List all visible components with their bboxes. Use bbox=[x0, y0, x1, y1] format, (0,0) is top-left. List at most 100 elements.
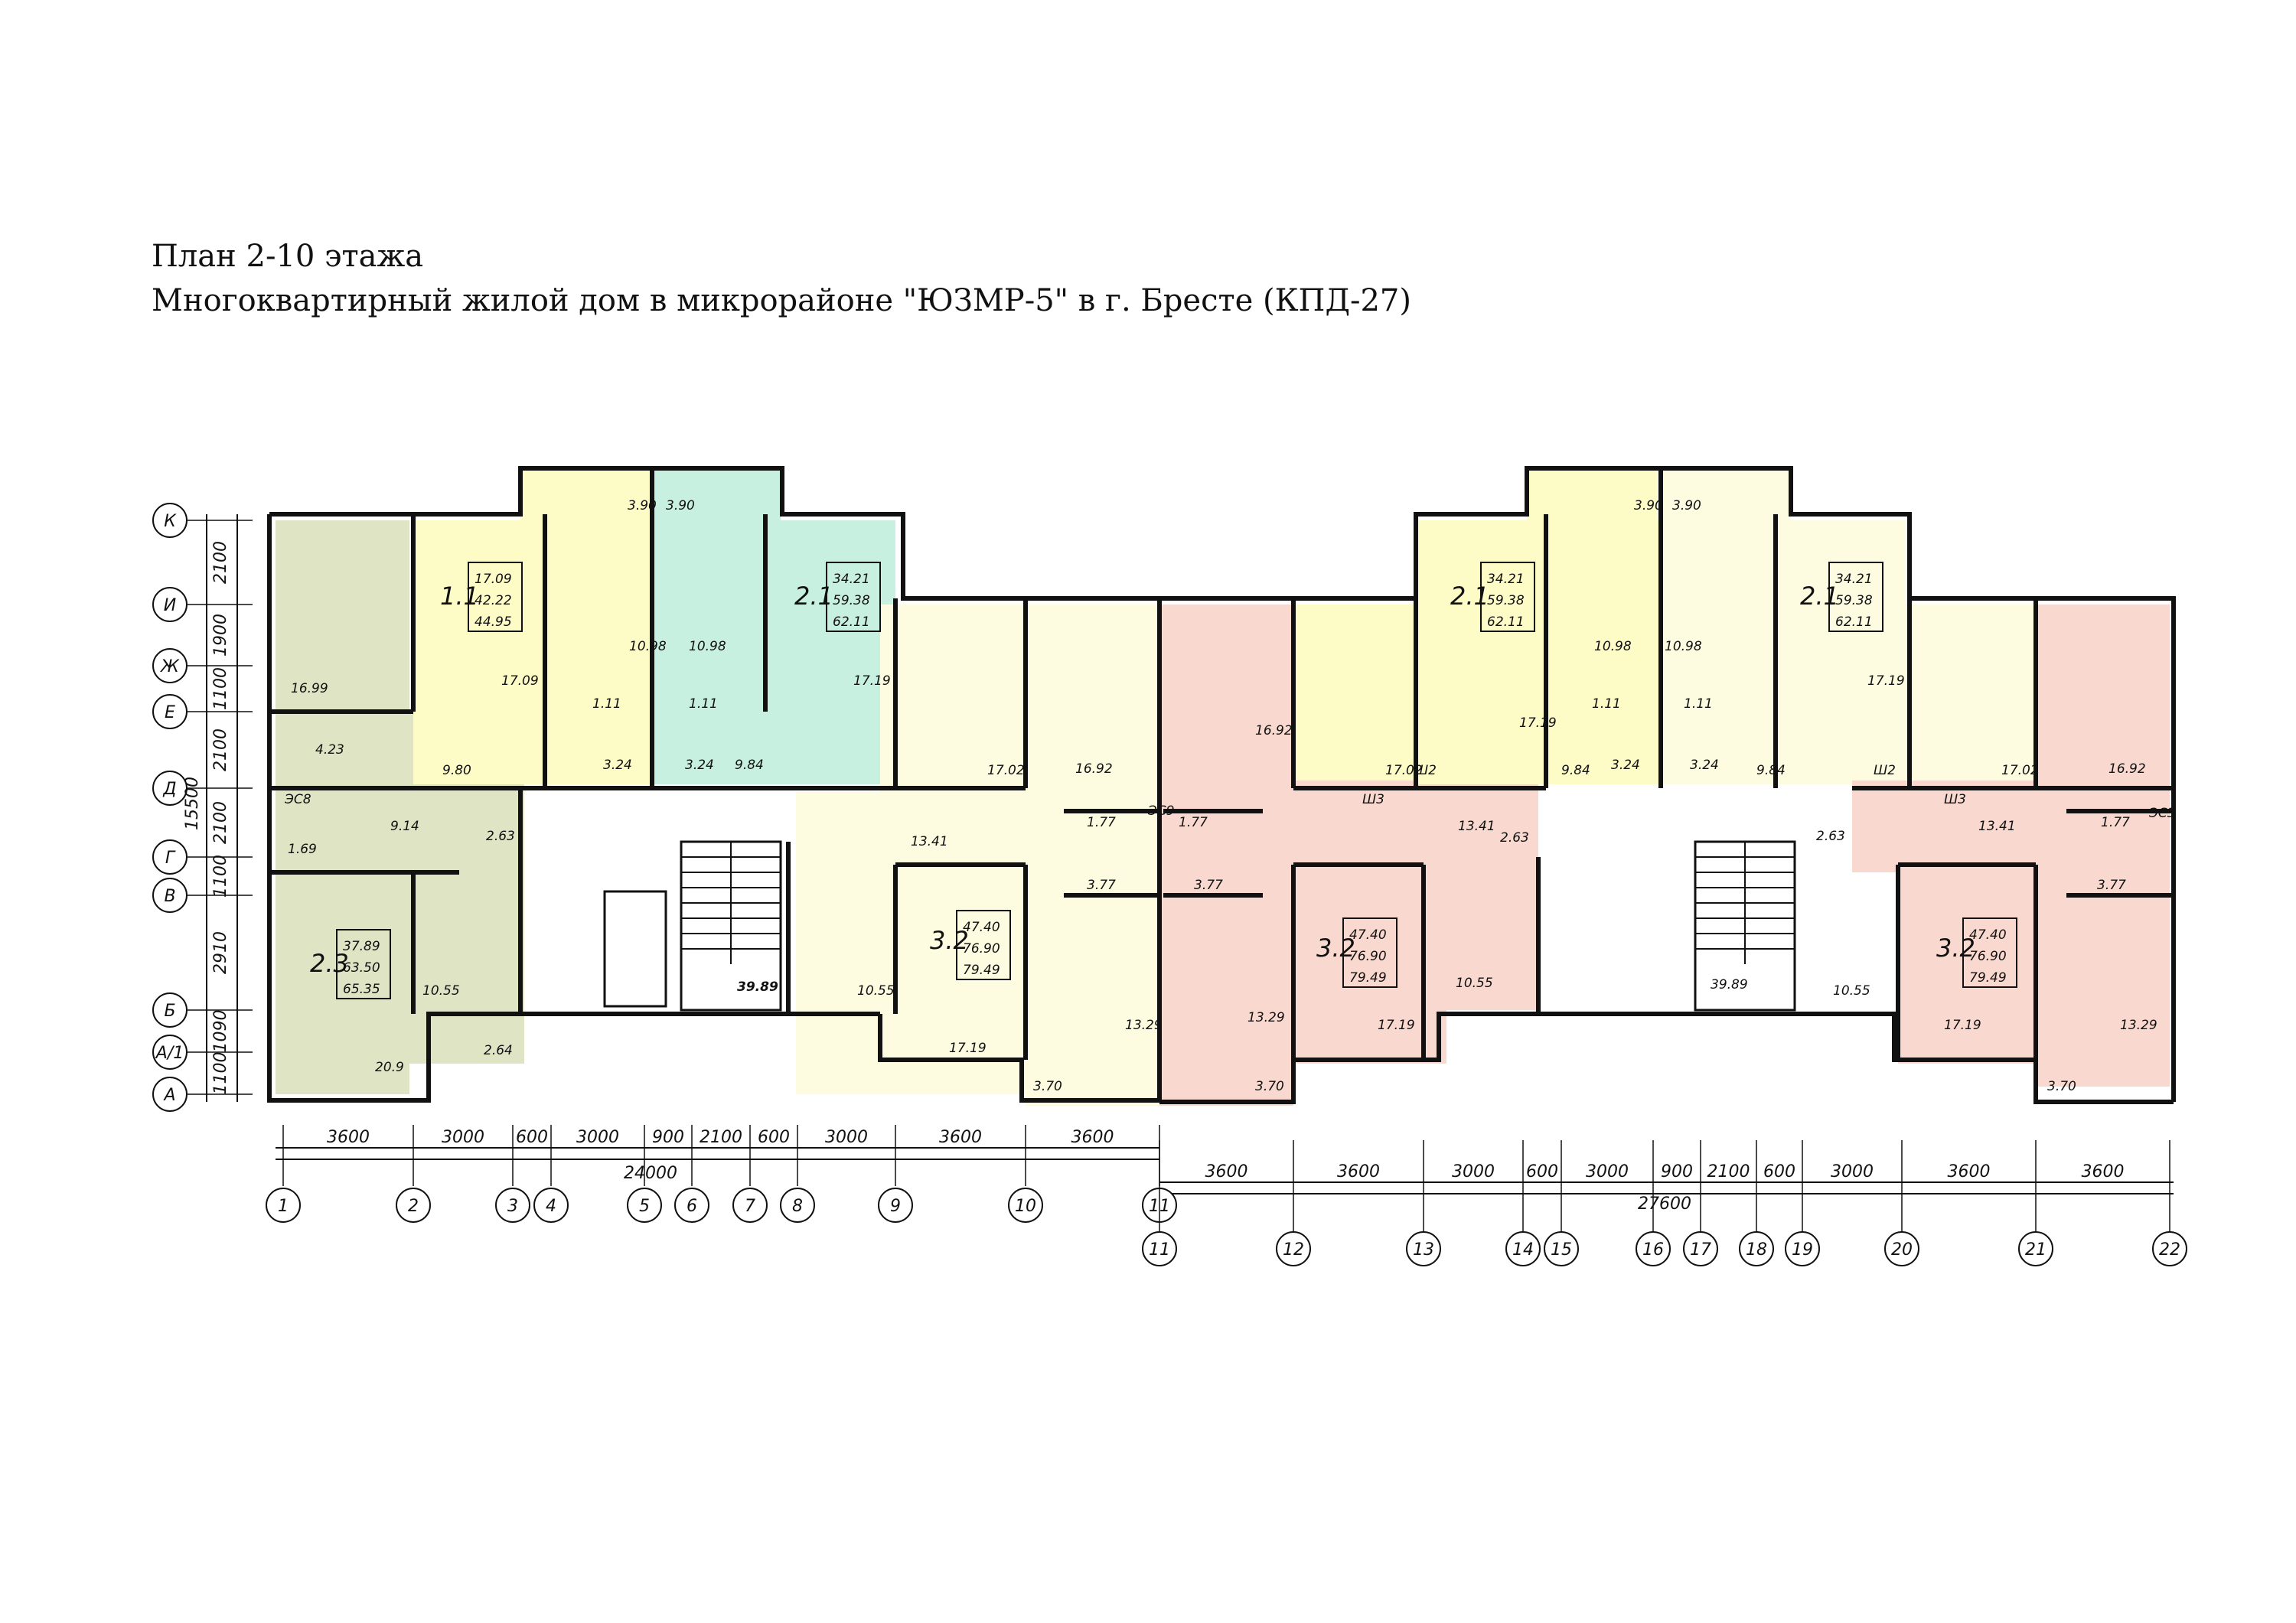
svg-text:20: 20 bbox=[1891, 1240, 1913, 1260]
room-label: 2.63 bbox=[1816, 829, 1845, 844]
room-label: 2.64 bbox=[484, 1043, 513, 1058]
svg-text:6: 6 bbox=[687, 1197, 697, 1216]
apt-label-6: 2.1 34.21 59.38 62.11 bbox=[1450, 562, 1535, 632]
room-label: 13.29 bbox=[1247, 1010, 1285, 1025]
svg-text:4: 4 bbox=[546, 1197, 556, 1216]
svg-text:34.21: 34.21 bbox=[1487, 572, 1525, 587]
zone-apt-3-2-left bbox=[796, 792, 1026, 1094]
letter-axis-dim: 1090 bbox=[211, 1010, 230, 1053]
svg-text:2.1: 2.1 bbox=[794, 582, 833, 611]
svg-text:3.2: 3.2 bbox=[1936, 934, 1975, 963]
svg-text:Г: Г bbox=[165, 849, 176, 868]
number-axis-marker: 12 bbox=[1276, 1140, 1311, 1266]
letter-axis-dim: 2100 bbox=[211, 541, 230, 584]
number-axis-marker: 21 bbox=[2018, 1140, 2053, 1266]
svg-text:47.40: 47.40 bbox=[1969, 927, 2007, 943]
room-label: 9.84 bbox=[1756, 763, 1786, 778]
room-label: 13.41 bbox=[1978, 819, 2016, 834]
room-label: 10.55 bbox=[1456, 976, 1493, 991]
room-labels: 3.90 3.90 3.90 3.90 16.99 17.09 10.98 10… bbox=[284, 498, 2176, 1094]
number-axis-marker: 9 bbox=[878, 1125, 913, 1223]
svg-text:9: 9 bbox=[890, 1197, 901, 1216]
svg-text:62.11: 62.11 bbox=[833, 614, 870, 630]
svg-text:16: 16 bbox=[1642, 1240, 1664, 1260]
apt-label-7: 2.1 34.21 59.38 62.11 bbox=[1800, 562, 1883, 632]
room-label: 17.19 bbox=[1519, 715, 1557, 731]
svg-text:21: 21 bbox=[2025, 1240, 2047, 1260]
letter-axis-dim: 2100 bbox=[211, 801, 230, 844]
plan-title: План 2-10 этажа bbox=[152, 239, 424, 274]
svg-text:34.21: 34.21 bbox=[833, 572, 870, 587]
number-axis-marker: 14 bbox=[1505, 1140, 1541, 1266]
room-label: 17.19 bbox=[1867, 673, 1905, 689]
number-axis-dim: 600 bbox=[758, 1128, 790, 1147]
number-axis-dim: 600 bbox=[516, 1128, 548, 1147]
room-label: 3.70 bbox=[1255, 1079, 1284, 1094]
number-axis-dim: 3600 bbox=[1948, 1162, 1991, 1181]
number-axis-dim: 3000 bbox=[442, 1128, 484, 1147]
room-label: ЭС3 bbox=[2148, 806, 2176, 821]
room-label: 3.77 bbox=[1194, 878, 1223, 893]
number-axis-dim: 900 bbox=[652, 1128, 684, 1147]
number-axis-dim: 600 bbox=[1763, 1162, 1795, 1181]
room-label: 17.19 bbox=[853, 673, 891, 689]
zone-apt-2-1-mid-b bbox=[1416, 520, 1661, 784]
room-label: 1.11 bbox=[689, 696, 718, 712]
room-label: Ш2 bbox=[1414, 763, 1437, 778]
letter-axis-marker: К bbox=[152, 503, 253, 538]
room-label: 16.92 bbox=[1255, 723, 1293, 738]
room-label: 3.90 bbox=[1634, 498, 1663, 513]
number-axis-dim: 900 bbox=[1661, 1162, 1693, 1181]
zone-apt-2-3 bbox=[276, 520, 409, 1094]
zone-apt-3-2-far-c bbox=[1898, 857, 2097, 1064]
room-label: 17.02 bbox=[2001, 763, 2039, 778]
room-label: 17.02 bbox=[987, 763, 1025, 778]
svg-text:В: В bbox=[164, 887, 175, 906]
room-label: 3.90 bbox=[1672, 498, 1701, 513]
svg-text:59.38: 59.38 bbox=[833, 593, 870, 608]
letter-axis-dim: 1100 bbox=[211, 667, 230, 710]
svg-text:13: 13 bbox=[1413, 1240, 1434, 1260]
room-label: 2.63 bbox=[486, 829, 515, 844]
svg-text:1: 1 bbox=[278, 1197, 289, 1216]
svg-text:К: К bbox=[164, 512, 177, 531]
room-label: 3.70 bbox=[1033, 1079, 1062, 1094]
room-label: 9.84 bbox=[1561, 763, 1590, 778]
room-label: 39.89 bbox=[737, 979, 778, 995]
room-label: 1.11 bbox=[1684, 696, 1713, 712]
letter-axis-dim: 2100 bbox=[211, 728, 230, 771]
number-axis-marker: 10 bbox=[1008, 1125, 1043, 1223]
svg-text:34.21: 34.21 bbox=[1835, 572, 1873, 587]
number-axis-marker: 11 bbox=[1142, 1140, 1177, 1266]
number-axis-marker: 2 bbox=[396, 1125, 431, 1223]
room-label: 3.77 bbox=[1087, 878, 1116, 893]
number-axis-dim: 2100 bbox=[700, 1128, 742, 1147]
room-label: 10.98 bbox=[629, 639, 667, 654]
room-label: 16.99 bbox=[291, 681, 328, 696]
svg-text:2.3: 2.3 bbox=[310, 949, 349, 978]
room-label: 3.70 bbox=[2047, 1079, 2076, 1094]
room-label: ЭС8 bbox=[284, 792, 311, 807]
room-label: 17.02 bbox=[1385, 763, 1423, 778]
letter-axis-dim: 1900 bbox=[211, 614, 230, 657]
room-label: 13.41 bbox=[911, 834, 948, 849]
svg-text:59.38: 59.38 bbox=[1487, 593, 1525, 608]
room-label: 1.77 bbox=[2101, 815, 2130, 830]
apartment-zones bbox=[276, 471, 2170, 1106]
number-axis-dim: 3600 bbox=[939, 1128, 982, 1147]
svg-text:79.49: 79.49 bbox=[963, 963, 1000, 978]
svg-text:3: 3 bbox=[507, 1197, 518, 1216]
room-label: 13.29 bbox=[1125, 1018, 1163, 1033]
room-label: 17.09 bbox=[501, 673, 539, 689]
room-label: 10.55 bbox=[422, 983, 460, 999]
number-axis-marker: 20 bbox=[1884, 1140, 1919, 1266]
room-label: 1.11 bbox=[1592, 696, 1621, 712]
number-axis-dim: 3000 bbox=[576, 1128, 619, 1147]
letter-axis-marker: И bbox=[152, 587, 253, 622]
svg-text:63.50: 63.50 bbox=[343, 960, 380, 976]
svg-text:Б: Б bbox=[164, 1002, 175, 1021]
number-axis-dim: 3600 bbox=[1071, 1128, 1114, 1147]
apartment-labels: 1.1 17.09 42.22 44.95 2.1 34.21 59.38 62… bbox=[310, 562, 2017, 999]
number-axis-dim: 3000 bbox=[1452, 1162, 1495, 1181]
